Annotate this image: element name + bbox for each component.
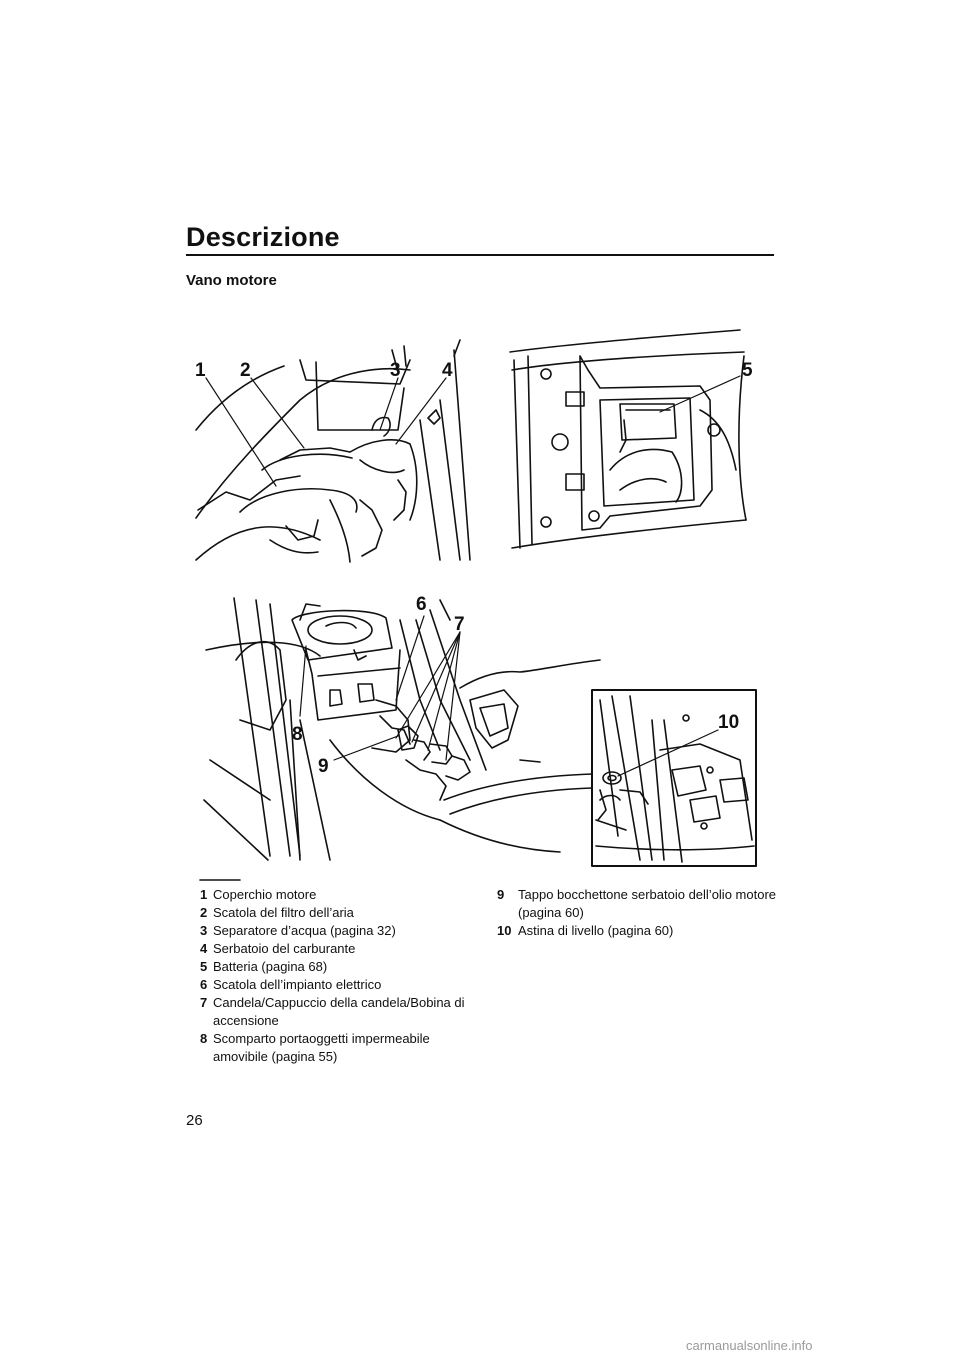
legend-text: Batteria (pagina 68) — [213, 959, 328, 974]
callout-9: 9 — [318, 756, 329, 777]
legend-item: 1 Coperchio motore — [200, 886, 472, 904]
callout-6: 6 — [416, 594, 427, 615]
legend-item: 8 Scomparto portaoggetti impermeabile amo… — [200, 1030, 472, 1066]
legend-item: 2 Scatola del filtro dell’aria — [200, 904, 472, 922]
legend-right: 9 Tappo bocchettone serbatoio dell’olio m… — [497, 886, 779, 940]
legend-item: 3 Separatore d’acqua (pagina 32) — [200, 922, 472, 940]
callout-8: 8 — [292, 724, 303, 745]
legend-number: 1 — [200, 887, 208, 902]
legend-text: Serbatoio del carburante — [213, 941, 356, 956]
legend-text: Separatore d’acqua (pagina 32) — [213, 923, 396, 938]
illustration-bottom — [199, 597, 601, 881]
callout-1: 1 — [195, 360, 206, 381]
watermark: carmanualsonline.info — [686, 1338, 813, 1353]
callout-2: 2 — [240, 360, 251, 381]
legend-item: 9 Tappo bocchettone serbatoio dell’olio m… — [497, 886, 779, 922]
callout-4: 4 — [442, 360, 453, 381]
section-title: Vano motore — [186, 272, 277, 289]
legend-number: 6 — [200, 977, 208, 992]
callout-3: 3 — [390, 360, 401, 381]
legend-item: 6 Scatola dell’impianto elettrico — [200, 976, 472, 994]
legend-item: 10 Astina di livello (pagina 60) — [497, 922, 779, 940]
legend-text: Coperchio motore — [213, 887, 317, 902]
page-number: 26 — [186, 1112, 203, 1129]
legend-item: 7 Candela/Cappuccio della candela/Bobina … — [200, 994, 472, 1030]
legend-text: Astina di livello (pagina 60) — [518, 923, 674, 938]
callout-5: 5 — [742, 360, 753, 381]
legend-number: 8 — [200, 1031, 208, 1046]
header-rule — [186, 254, 774, 256]
illustration-top-left — [195, 339, 471, 563]
legend-left: 1 Coperchio motore 2 Scatola del filtro de… — [200, 886, 472, 1066]
legend-number: 7 — [200, 995, 208, 1010]
legend-number: 9 — [497, 887, 505, 902]
illustration-inset — [591, 689, 757, 867]
legend-number: 4 — [200, 941, 208, 956]
callout-7: 7 — [454, 614, 465, 635]
illustration-top-right — [509, 329, 747, 549]
legend-item: 5 Batteria (pagina 68) — [200, 958, 472, 976]
legend-text: Tappo bocchettone serbatoio dell’olio mo… — [518, 887, 777, 920]
legend-number: 10 — [497, 923, 512, 938]
legend-text: Candela/Cappuccio della candela/Bobina d… — [213, 995, 465, 1028]
legend-number: 3 — [200, 923, 208, 938]
legend-number: 2 — [200, 905, 208, 920]
leader-lines — [205, 375, 741, 777]
legend-text: Scomparto portaoggetti impermeabile amov… — [213, 1031, 430, 1064]
callout-10: 10 — [718, 712, 739, 733]
legend-text: Scatola dell’impianto elettrico — [213, 977, 382, 992]
legend-text: Scatola del filtro dell’aria — [213, 905, 354, 920]
legend-item: 4 Serbatoio del carburante — [200, 940, 472, 958]
legend-number: 5 — [200, 959, 208, 974]
page-title: Descrizione — [186, 222, 340, 252]
